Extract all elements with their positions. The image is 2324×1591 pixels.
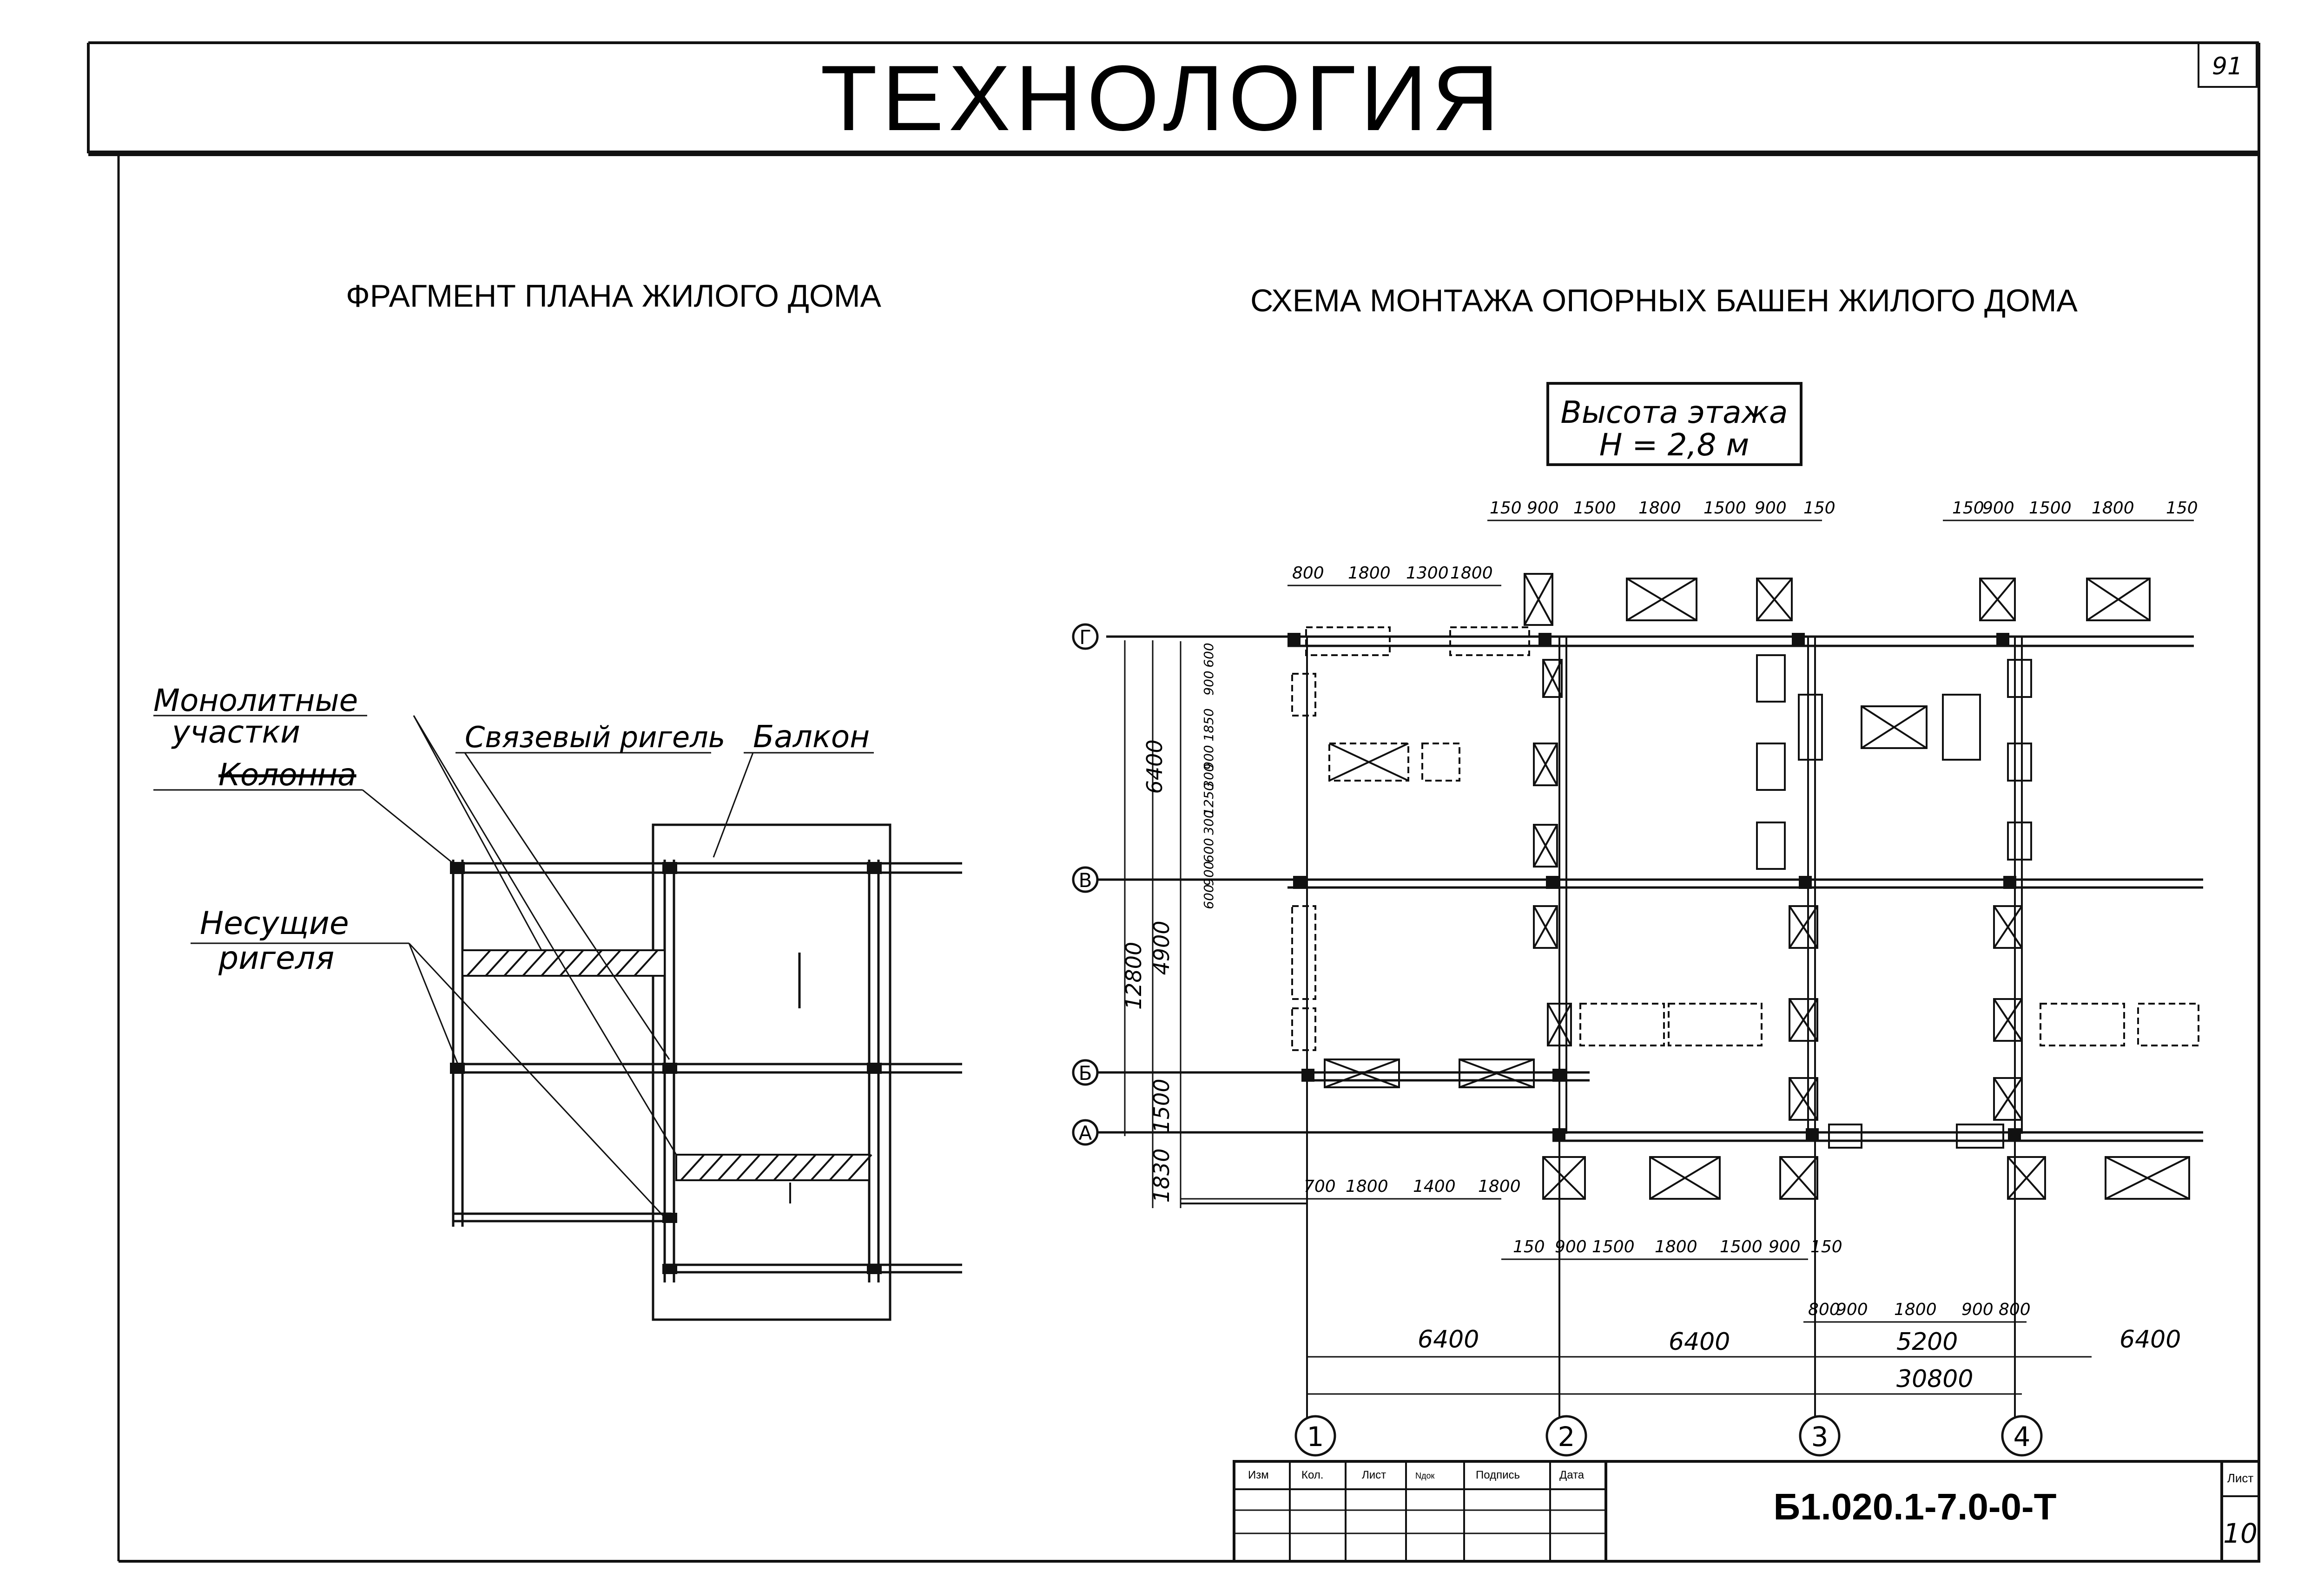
label-bearing: Несущие [200,905,349,942]
dim-bottom-mid: 900 [1555,1237,1587,1256]
label-monolithic: Монолитные [153,683,358,718]
col-axis-label: 1 [1307,1421,1324,1453]
dim-bottom-right: 1800 [1894,1300,1937,1319]
dim-bottom-right: 900 [1961,1300,1994,1319]
col-axis-label: 3 [1811,1421,1829,1453]
vert-small: 300 [1201,763,1216,788]
floor-height-line2: Н = 2,8 м [1599,427,1750,463]
dimension-labels: 150 900 1500 1800 1500 900 150 150 900 1… [1292,499,2198,1319]
label-balcony: Балкон [753,719,870,755]
sheet-title: ТЕХНОЛОГИЯ [820,46,1504,150]
dim-top-right: 1800 [2092,499,2134,518]
dim-bottom-mid: 1500 [1592,1237,1635,1256]
support-towers [1291,573,2199,1200]
dim-bottom-mid: 150 [1810,1237,1842,1256]
dim-bottom-right: 900 [1836,1300,1868,1319]
plan-fragment [153,715,962,1321]
dim-upper-small: 800 [1292,564,1324,583]
vert-small: 900 [1201,671,1216,695]
dim-top-left: 900 [1527,499,1559,518]
dim-upper-small: 1300 [1406,564,1449,583]
vert-small: 900 [1201,861,1216,886]
floor-height-line1: Высота этажа [1561,394,1788,430]
row-axis-label: В [1079,869,1092,892]
row-axis-markers [1072,623,1099,1146]
title-block-headers: Изм Кол. Лист Nдок Подпись Дата [1248,1469,1585,1481]
tb-col: Nдок [1415,1471,1435,1480]
vert-small: 600 [1201,838,1216,862]
label-tie-beam: Связевый ригель [465,720,725,754]
tb-col: Подпись [1476,1469,1520,1481]
vert-dim: 6400 [1142,739,1167,794]
label-column: Колонна [218,757,357,793]
grid-lines [1097,519,2203,1436]
dim-upper-small: 1800 [1348,564,1391,583]
dim-top-left: 1800 [1638,499,1681,518]
title-block [1233,1460,2260,1563]
dim-bottom-right: 800 [1999,1300,2031,1319]
dim-top-right: 1500 [2029,499,2072,518]
row-axis-label: Б [1079,1062,1092,1085]
dim-upper-small: 1800 [1450,564,1493,583]
dim-top-left: 1500 [1573,499,1616,518]
sheet-frame [87,41,2260,1563]
dim-bottom-mid: 1500 [1720,1237,1763,1256]
col-axis-markers [1294,1415,2043,1457]
dim-bottom-mid: 1800 [1655,1237,1697,1256]
dim-lower-small: 1800 [1346,1177,1388,1196]
right-section-title: СХЕМА МОНТАЖА ОПОРНЫХ БАШЕН ЖИЛОГО ДОМА [1250,283,2078,318]
dim-top-left: 1500 [1703,499,1746,518]
sheet-number: 10 [2223,1518,2258,1549]
span-dim: 6400 [1418,1326,1479,1354]
dim-lower-small: 1400 [1413,1177,1456,1196]
vertical-dimensions: 6400 4900 1500 1830 12800 [1121,739,1174,1203]
label-monolithic-2: участки [171,714,300,750]
dim-top-left: 150 [1803,499,1835,518]
vert-small: 1250 [1201,782,1216,815]
dim-top-left: 150 [1490,499,1522,518]
dim-top-right: 150 [2166,499,2198,518]
dim-lower-small: 1800 [1478,1177,1521,1196]
vert-dim: 1500 [1149,1078,1174,1133]
vert-dim: 1830 [1149,1148,1174,1203]
span-dim: 6400 [1669,1328,1730,1356]
col-axis-label: 4 [2014,1421,2031,1453]
tb-col: Дата [1559,1469,1585,1481]
span-dimensions: 6400 6400 5200 6400 30800 [1418,1326,2181,1393]
page-number: 91 [2212,53,2243,80]
sheet-label: Лист [2227,1471,2254,1485]
vert-small: 1850 [1201,708,1216,741]
dim-bottom-mid: 900 [1769,1237,1801,1256]
tb-col: Изм [1248,1469,1269,1481]
label-bearing-2: ригеля [218,940,334,977]
bearing-beam [462,949,872,1181]
dim-lower-small: 700 [1304,1177,1336,1196]
dim-top-right: 900 [1982,499,2014,518]
vert-small: 300 [1201,810,1216,835]
vert-dim: 4900 [1149,920,1174,975]
floor-height-box [1546,382,1802,466]
tb-col: Кол. [1301,1469,1323,1481]
span-dim: 5200 [1896,1328,1958,1356]
document-code: Б1.020.1-7.0-0-Т [1774,1486,2057,1527]
vert-small: 600 [1201,884,1216,909]
dim-top-left: 900 [1755,499,1787,518]
row-axis-label: А [1079,1122,1092,1144]
vert-dim-total: 12800 [1121,942,1146,1010]
dim-bottom-right: 800 [1808,1300,1840,1319]
left-section-title: ФРАГМЕНТ ПЛАНА ЖИЛОГО ДОМА [346,278,881,314]
dim-bottom-mid: 150 [1513,1237,1545,1256]
vertical-small-dims: 600 900 1850 900 300 1250 300 600 900 60… [1201,643,1216,909]
dim-top-right: 150 [1952,499,1984,518]
tb-col: Лист [1362,1469,1386,1481]
vert-small: 900 [1201,745,1216,769]
vert-small: 600 [1201,643,1216,667]
column-nodes [1287,633,2021,1141]
col-axis-label: 2 [1558,1421,1575,1453]
row-axis-label: Г [1079,626,1091,649]
span-dim: 6400 [2119,1326,2181,1354]
total-dim: 30800 [1896,1365,1973,1393]
